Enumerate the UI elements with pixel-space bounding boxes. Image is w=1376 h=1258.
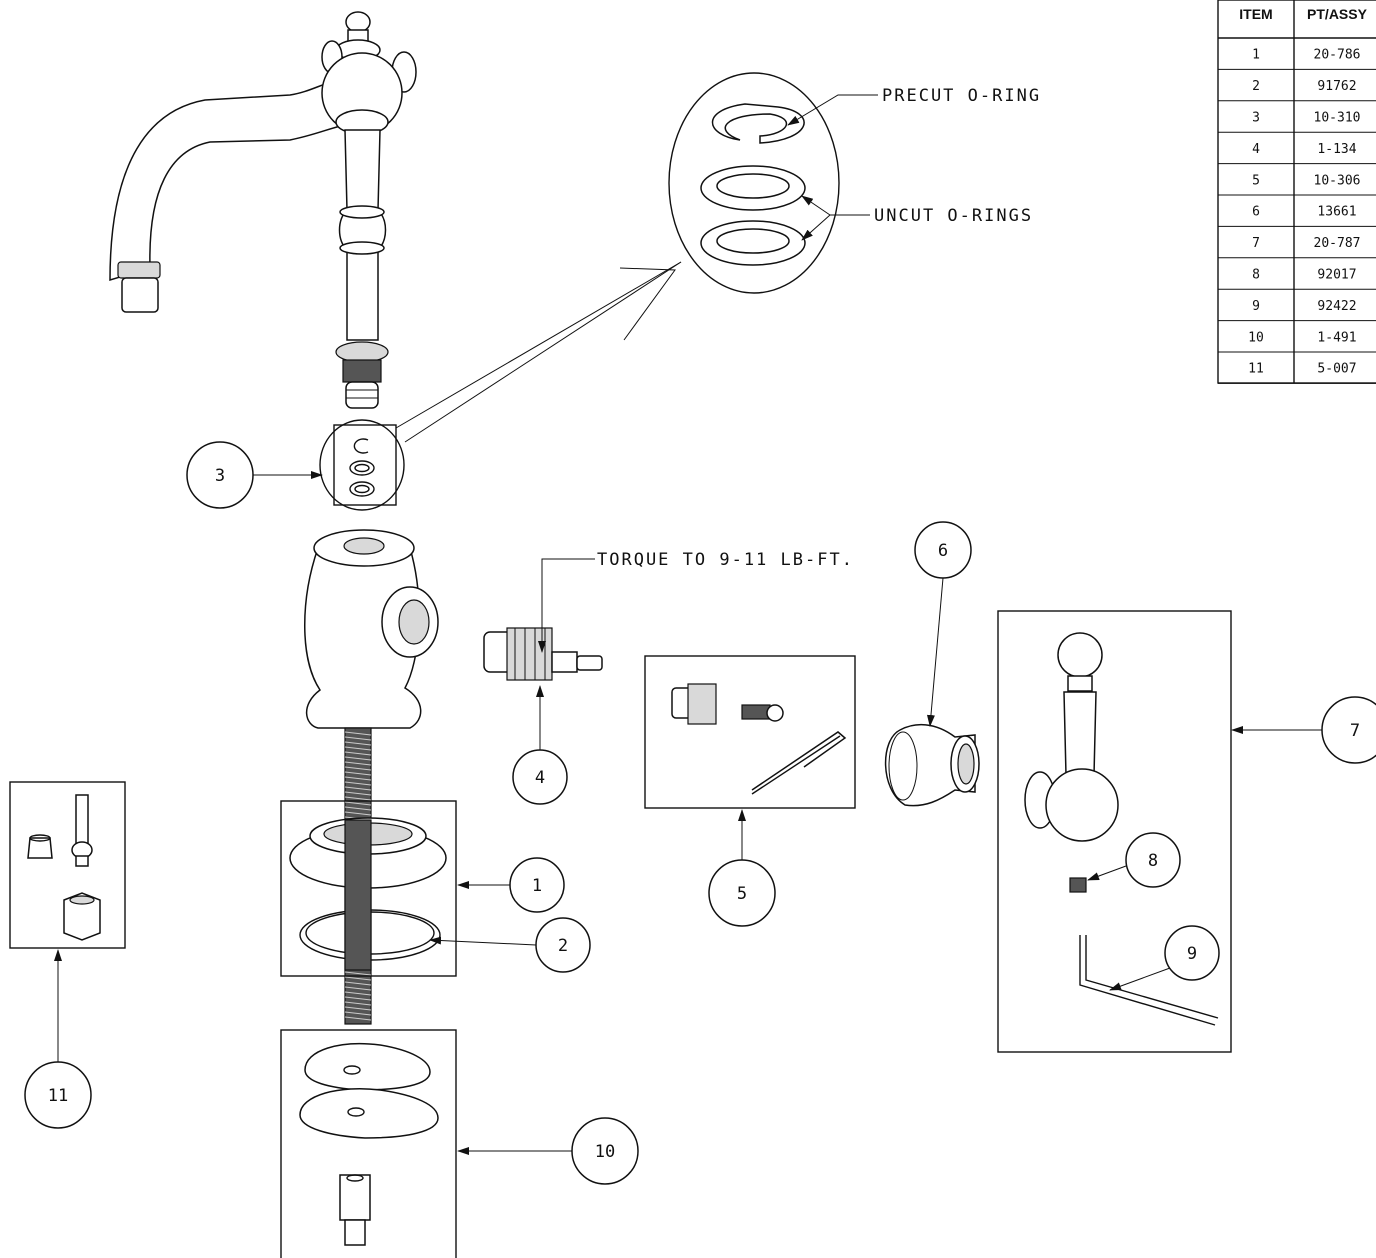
svg-text:8: 8: [1148, 851, 1158, 871]
table-cell-item: 10: [1248, 330, 1264, 345]
table-cell-item: 8: [1252, 268, 1260, 283]
callout-10: 10: [571, 1117, 639, 1185]
table-cell-part: 5-007: [1317, 362, 1356, 377]
rod-thread: [344, 991, 372, 996]
precut-oring-label: PRECUT O-RING: [882, 86, 1041, 106]
uncut-note: UNCUT O-RINGS: [801, 195, 1033, 241]
callout-8: 8: [1125, 832, 1181, 888]
table-cell-part: 92422: [1317, 299, 1356, 314]
rod-thread: [344, 981, 372, 986]
rod-thread: [344, 751, 372, 756]
rod-thread: [344, 1001, 372, 1006]
cartridge: TORQUE TO 9-11 LB-FT.: [483, 550, 854, 681]
rod-thread: [344, 996, 372, 1001]
table-cell-item: 7: [1252, 236, 1260, 251]
callout-bubbles: 1 2 3 4 5 6 7 8 9 10 11: [24, 441, 1376, 1185]
rod-thread: [344, 736, 372, 741]
escutcheon: [884, 723, 980, 807]
fitting-box: [9, 781, 126, 949]
rod-thread: [344, 746, 372, 751]
rod-thread: [344, 776, 372, 781]
callout-9: 9: [1164, 925, 1220, 981]
washer-box: [280, 1029, 457, 1258]
callout-7: 7: [1321, 696, 1376, 764]
rod-thread: [344, 756, 372, 761]
flange-box: [280, 800, 457, 977]
table-cell-item: 2: [1252, 79, 1260, 94]
callout-5: 5: [708, 859, 776, 927]
table-cell-part: 20-787: [1314, 236, 1361, 251]
svg-text:2: 2: [558, 936, 568, 956]
table-cell-item: 9: [1252, 299, 1260, 314]
rod-thread: [344, 1016, 372, 1021]
callout-1: 1: [509, 857, 565, 913]
table-header-part: PT/ASSY: [1307, 6, 1368, 22]
callout-4: 4: [512, 749, 568, 805]
svg-text:5: 5: [737, 884, 747, 904]
uncut-orings-label: UNCUT O-RINGS: [874, 206, 1033, 226]
rod-thread: [344, 731, 372, 736]
svg-text:4: 4: [535, 768, 545, 788]
rod-thread: [344, 786, 372, 791]
rod-thread: [344, 976, 372, 981]
table-cell-part: 91762: [1317, 79, 1356, 94]
svg-text:10: 10: [595, 1142, 615, 1162]
table-rows: 1 20-786 2 91762 3 10-310 4 1-134 5 10-306 6 13661 7…: [1218, 48, 1376, 384]
rod-thread: [344, 1011, 372, 1016]
rod-thread: [344, 1006, 372, 1011]
torque-note: TORQUE TO 9-11 LB-FT.: [597, 550, 854, 570]
rod-thread: [344, 796, 372, 801]
rod-thread: [344, 811, 372, 816]
rod-thread: [344, 766, 372, 771]
svg-text:3: 3: [215, 466, 225, 486]
callout-11: 11: [24, 1061, 92, 1129]
callout-2: 2: [535, 917, 591, 973]
oring-enlarged-view: [668, 72, 840, 294]
table-cell-item: 6: [1252, 205, 1260, 220]
svg-text:11: 11: [48, 1086, 68, 1106]
table-cell-part: 1-134: [1317, 142, 1356, 157]
parts-table: ITEM PT/ASSY 1 20-786 2 91762 3 10-310 4 1-134 5…: [1217, 0, 1376, 384]
screw-kit-box: [644, 655, 856, 809]
svg-text:6: 6: [938, 541, 948, 561]
callout-leaders: [54, 471, 1322, 1155]
table-header-item: ITEM: [1239, 6, 1272, 22]
table-cell-part: 10-310: [1314, 111, 1361, 126]
valve-body: [304, 529, 439, 729]
rod-thread: [344, 761, 372, 766]
rod-thread: [344, 986, 372, 991]
rod-thread: [344, 801, 372, 806]
rod-thread: [344, 781, 372, 786]
callout-6: 6: [914, 521, 972, 579]
table-cell-item: 1: [1252, 48, 1260, 63]
handle-box: [997, 610, 1232, 1053]
table-cell-part: 20-786: [1314, 48, 1361, 63]
rod-thread: [344, 741, 372, 746]
rod-thread: [344, 791, 372, 796]
table-cell-part: 13661: [1317, 205, 1356, 220]
svg-text:1: 1: [532, 876, 542, 896]
callout-3: 3: [186, 441, 254, 509]
table-cell-item: 11: [1248, 362, 1264, 377]
table-cell-item: 4: [1252, 142, 1260, 157]
svg-text:9: 9: [1187, 944, 1197, 964]
rod-thread: [344, 806, 372, 811]
table-cell-part: 92017: [1317, 268, 1356, 283]
table-cell-part: 1-491: [1317, 330, 1356, 345]
table-cell-item: 3: [1252, 111, 1260, 126]
oring-detail-box: [319, 261, 682, 511]
table-cell-part: 10-306: [1314, 173, 1361, 188]
svg-text:7: 7: [1350, 721, 1360, 741]
spout-assembly: [109, 11, 417, 409]
table-cell-item: 5: [1252, 173, 1260, 188]
rod-thread: [344, 771, 372, 776]
precut-note: PRECUT O-RING: [787, 86, 1041, 126]
rod-thread: [344, 971, 372, 976]
